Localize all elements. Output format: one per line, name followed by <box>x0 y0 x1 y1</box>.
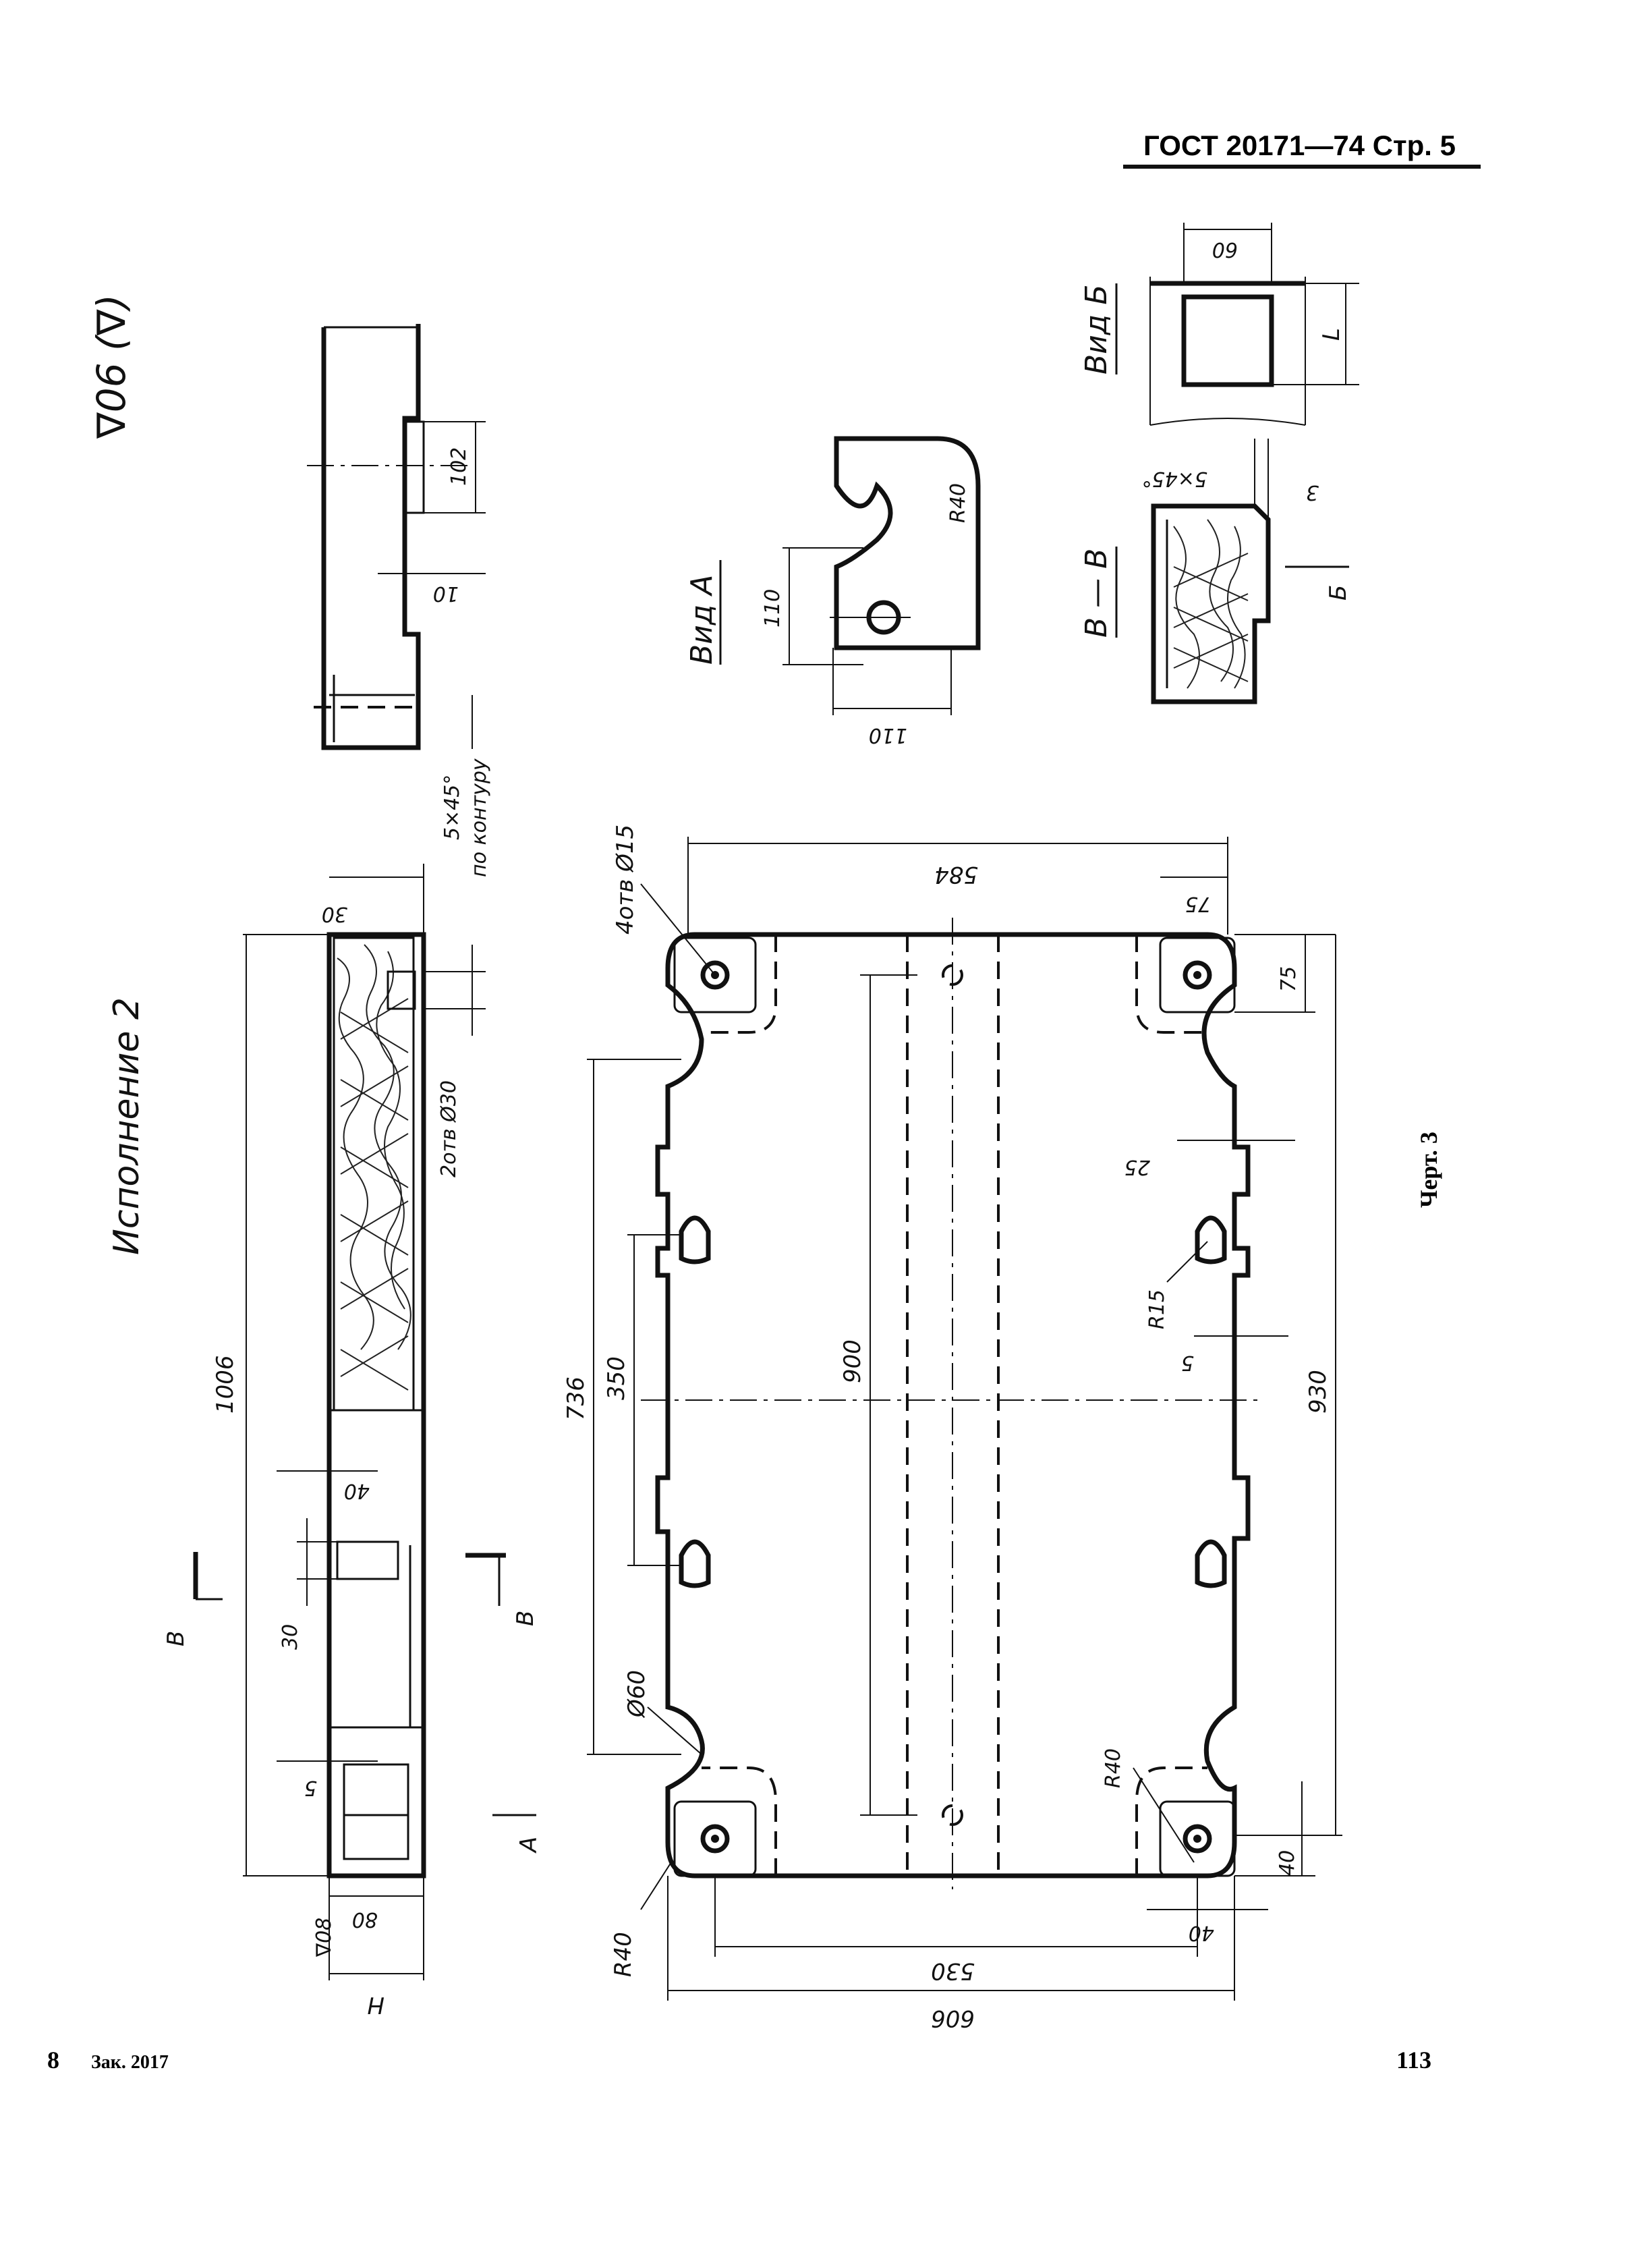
dim-4holes: 4отв Ø15 <box>612 825 639 935</box>
footer-order: Зак. 2017 <box>91 2052 169 2073</box>
dim-holes-30: 2отв Ø30 <box>437 1080 461 1177</box>
dim-900: 900 <box>839 1339 866 1383</box>
roughness-08: ∇08 <box>312 1918 336 1957</box>
plan-view: 584 75 4отв Ø15 75 25 R15 5 930 40 900 7… <box>563 825 1342 2032</box>
dim-530: 530 <box>931 1957 975 1984</box>
dim-30-top: 30 <box>322 902 347 926</box>
roughness-bracket: (∇) <box>88 294 134 351</box>
dim-736: 736 <box>563 1376 590 1420</box>
view-a-110-horiz: 110 <box>869 723 907 747</box>
view-a-110-vert: 110 <box>761 589 785 628</box>
side-bar-outline <box>326 932 426 1879</box>
wood-section-hatching <box>337 944 411 1391</box>
dim-chamfer: 5×45° <box>440 775 464 840</box>
dim-r40-right: R40 <box>1102 1748 1125 1788</box>
arrow-a-label: А <box>515 1837 542 1854</box>
view-b: Вид Б 60 L <box>1079 223 1359 426</box>
section-mark-right: В <box>512 1611 539 1626</box>
dim-40-side: 40 <box>344 1479 370 1503</box>
section-bb-small: 3 <box>1306 480 1319 504</box>
dim-80: 80 <box>352 1908 378 1931</box>
dim-phi60: Ø60 <box>623 1670 650 1719</box>
dim-10: 10 <box>433 582 459 605</box>
view-a-title: Вид А <box>685 575 719 665</box>
surface-roughness-mark: ∇06 (∇) <box>88 294 134 439</box>
view-b-60: 60 <box>1212 238 1238 261</box>
view-b-L: L <box>1318 328 1345 341</box>
footer-page: 113 <box>1396 2047 1431 2074</box>
view-b-title: Вид Б <box>1079 285 1114 374</box>
section-bb-hatching <box>1173 519 1249 689</box>
dim-H: H <box>367 1991 384 2018</box>
dim-584: 584 <box>934 861 978 888</box>
section-bb: В — В 5×45° 3 Б <box>1079 439 1352 704</box>
view-a: Вид А R40 110 110 <box>685 436 981 747</box>
dim-102: 102 <box>447 447 471 486</box>
dim-75-right: 75 <box>1277 966 1301 992</box>
dim-40-bottom: 40 <box>1189 1921 1214 1945</box>
section-bb-arrow-label: Б <box>1325 585 1352 601</box>
header-title: ГОСТ 20171—74 Стр. 5 <box>1143 130 1456 161</box>
side-view: Исполнение 2 1006 30 2отв Ø30 <box>107 864 542 2018</box>
section-bb-title: В — В <box>1079 549 1114 638</box>
dim-1006: 1006 <box>212 1355 239 1414</box>
figure-label: Черт. 3 <box>1415 1132 1442 1208</box>
dim-30-side: 30 <box>279 1624 302 1650</box>
dim-930: 930 <box>1305 1370 1332 1414</box>
dim-chamfer-note: по контуру <box>467 758 491 877</box>
footer-sheet: 8 <box>47 2047 59 2074</box>
dim-606: 606 <box>931 2005 975 2032</box>
roughness-main: ∇06 <box>88 362 134 439</box>
dim-5-side: 5 <box>304 1776 317 1800</box>
side-view-label: Исполнение 2 <box>107 997 147 1255</box>
view-a-r40: R40 <box>946 483 970 523</box>
dim-r40-left: R40 <box>610 1932 637 1977</box>
dim-r15: R15 <box>1145 1289 1169 1329</box>
section-mark-left: В <box>163 1631 190 1646</box>
dim-40-right: 40 <box>1276 1850 1299 1876</box>
dim-25: 25 <box>1124 1155 1150 1179</box>
dim-5-right: 5 <box>1181 1351 1194 1374</box>
dim-75-top: 75 <box>1185 892 1211 916</box>
dim-350: 350 <box>603 1356 630 1400</box>
end-view: 102 10 5×45° по контуру <box>307 324 491 877</box>
section-bb-chamfer: 5×45° <box>1142 467 1207 491</box>
